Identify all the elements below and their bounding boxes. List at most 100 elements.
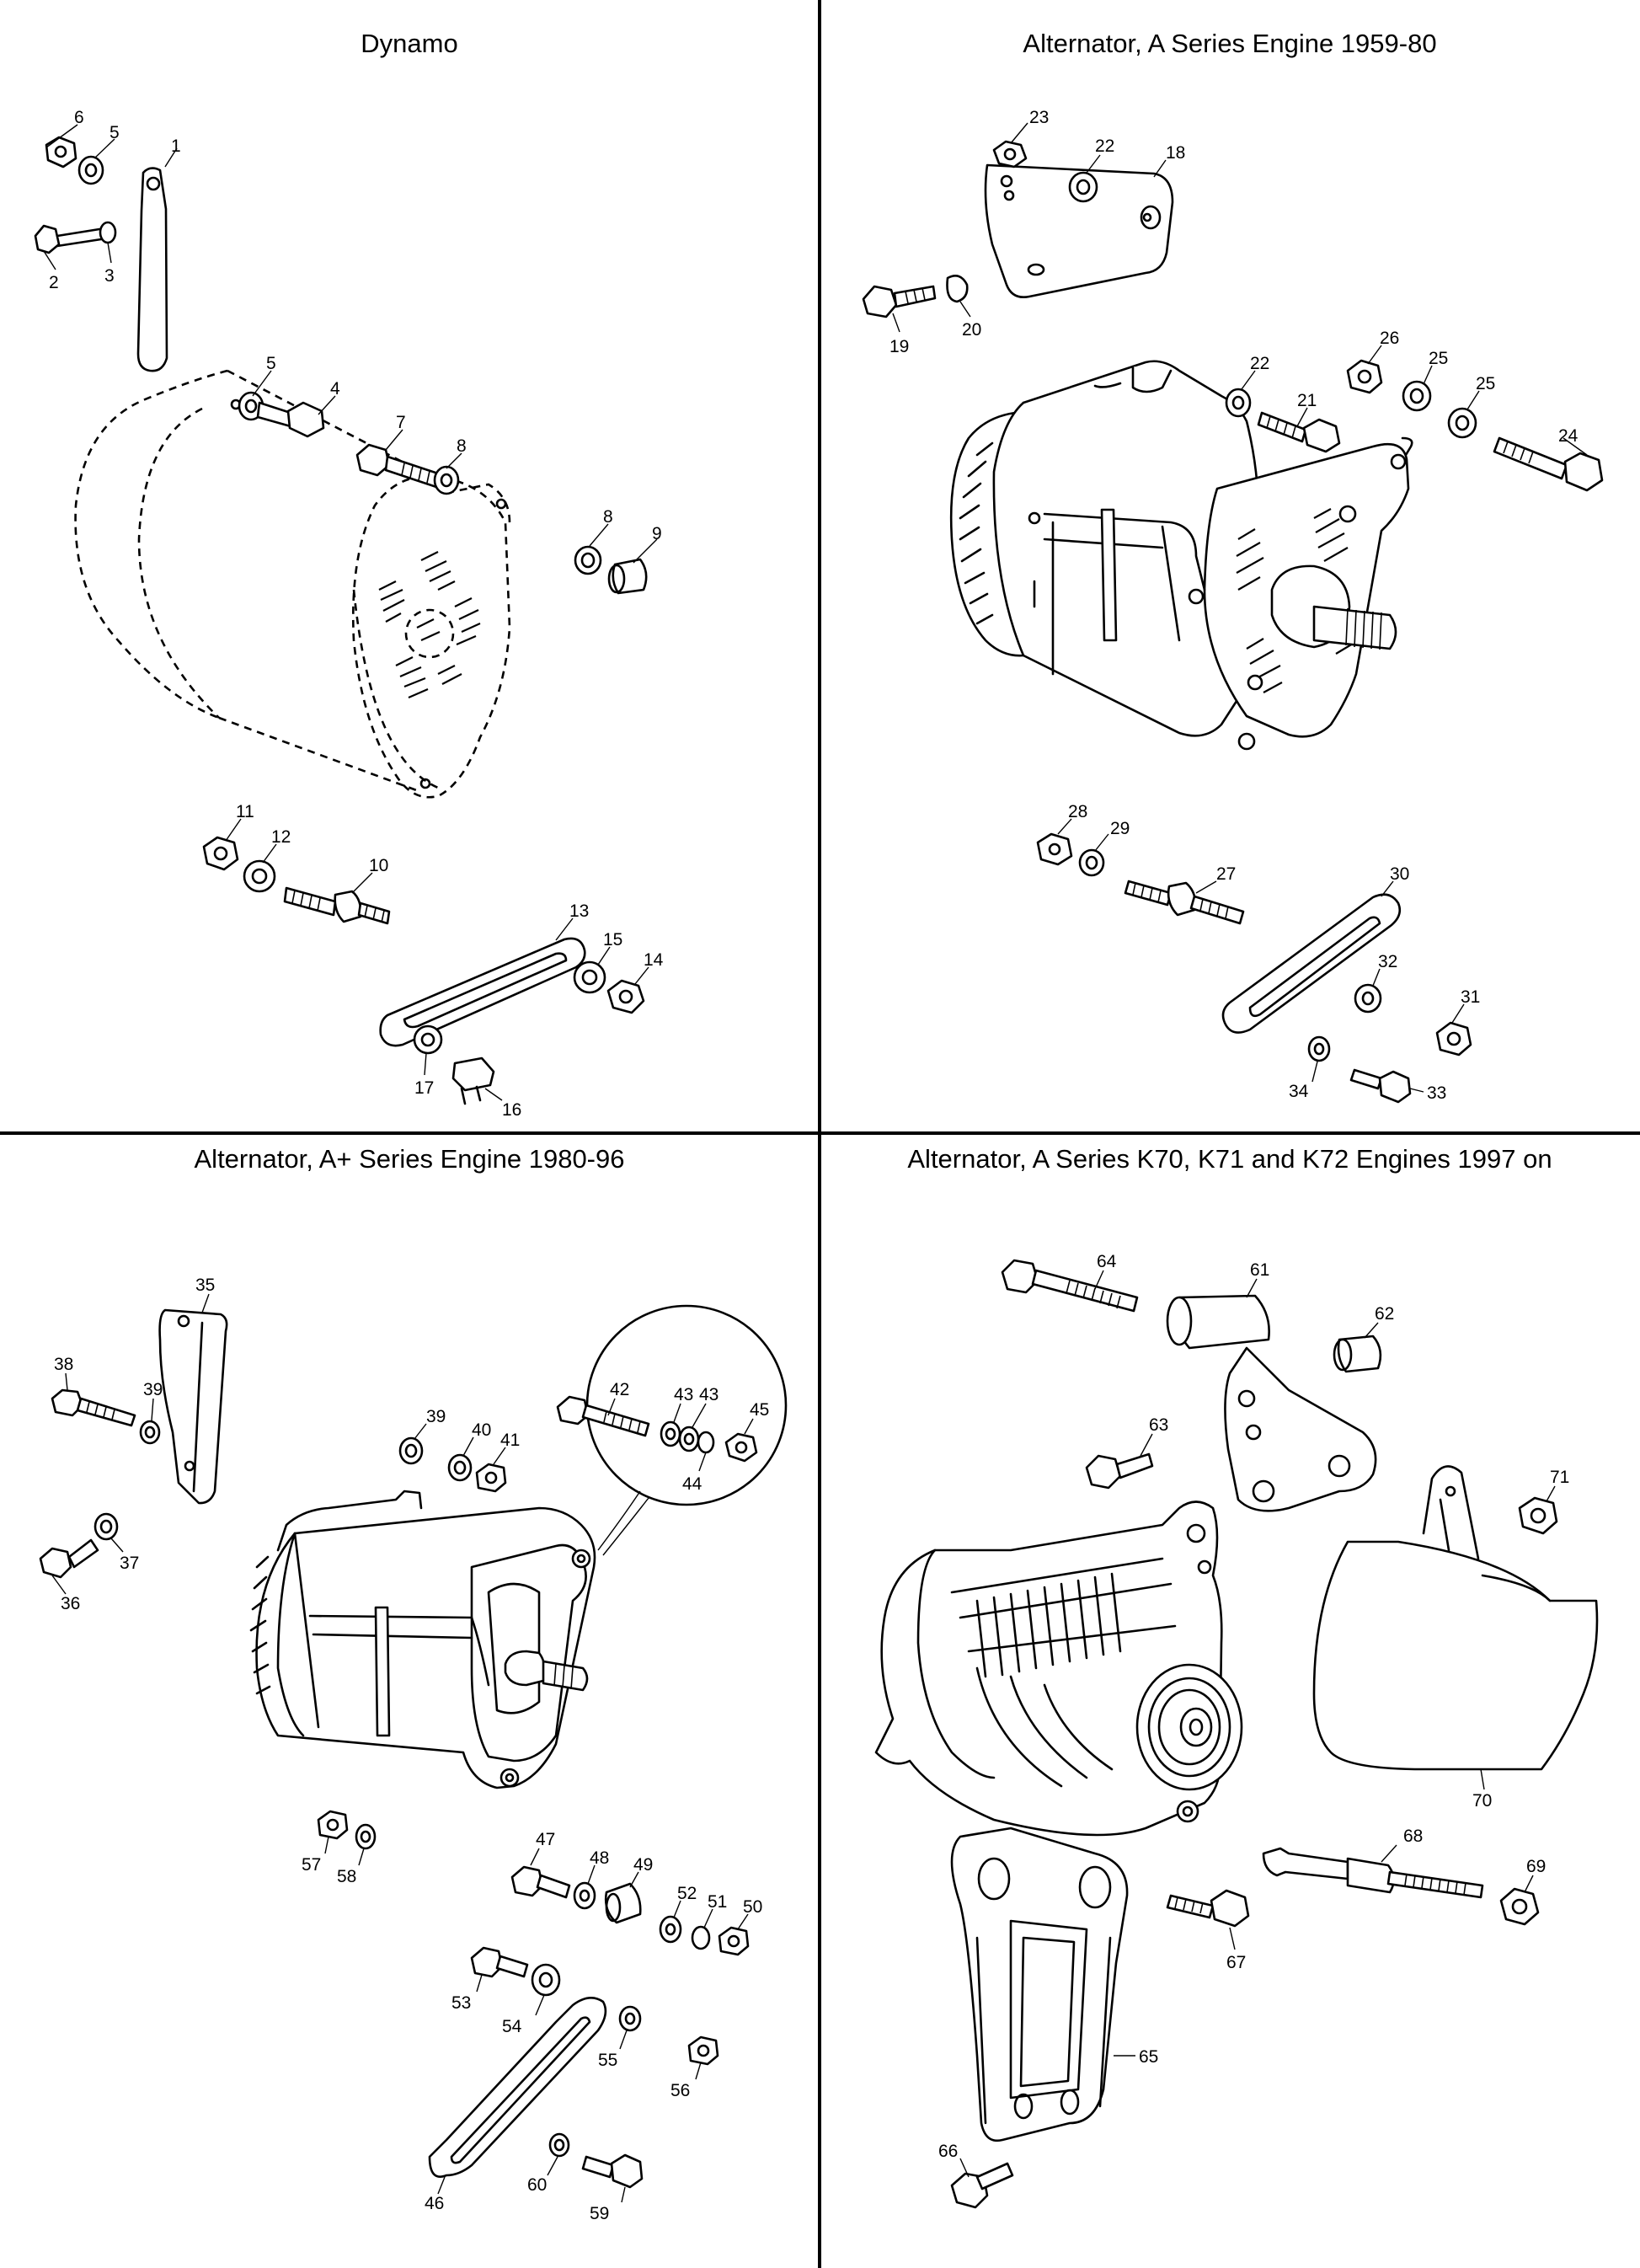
callout-27: 27 (1216, 864, 1236, 884)
callout-70: 70 (1472, 1791, 1492, 1811)
callout-18: 18 (1166, 143, 1185, 163)
bolt-19 (862, 285, 898, 318)
washer-12 (243, 859, 276, 893)
callout-53: 53 (451, 1993, 471, 2013)
nut-26 (1346, 359, 1383, 394)
washer-25a (1402, 380, 1432, 412)
callout-38: 38 (54, 1355, 73, 1374)
a-series-panel: 18 19 20 21 22 22 23 24 25 25 26 27 28 2… (862, 108, 1604, 1104)
spacer-49 (604, 1882, 642, 1924)
washer-52 (659, 1915, 682, 1944)
bolt-47 (510, 1865, 544, 1897)
callout-54: 54 (502, 2017, 522, 2036)
panel-title-a-series: Alternator, A Series Engine 1959-80 (1023, 29, 1436, 58)
callout-42: 42 (610, 1380, 629, 1399)
callout-37: 37 (120, 1554, 139, 1573)
callout-24: 24 (1558, 426, 1579, 446)
callout-68: 68 (1403, 1827, 1423, 1846)
washer-60 (548, 2132, 570, 2158)
bolt-4 (256, 401, 292, 428)
callout-25b: 25 (1476, 374, 1495, 393)
callout-4: 4 (330, 379, 340, 399)
nut-6 (45, 136, 77, 168)
nut-69 (1499, 1887, 1540, 1926)
callout-63: 63 (1149, 1415, 1168, 1435)
washer-32 (1354, 983, 1382, 1014)
callout-66: 66 (938, 2142, 958, 2161)
washer-39a (139, 1420, 161, 1445)
nut-11 (202, 836, 239, 871)
washer-43a (660, 1420, 681, 1447)
callout-51: 51 (708, 1892, 727, 1912)
callout-65: 65 (1139, 2047, 1158, 2067)
washer-34 (1307, 1035, 1331, 1062)
callout-30: 30 (1390, 864, 1409, 884)
callout-5b: 5 (266, 354, 276, 373)
dynamo-panel: 1 2 3 4 5 5 6 7 8 8 9 10 11 12 13 14 15 … (34, 108, 664, 1120)
callout-10: 10 (369, 856, 388, 875)
callout-13: 13 (569, 901, 589, 921)
callout-3: 3 (104, 266, 115, 286)
washer-37 (93, 1512, 119, 1541)
callout-19: 19 (889, 337, 909, 356)
callout-39a: 39 (143, 1380, 163, 1399)
nut-57 (317, 1810, 349, 1840)
callout-31: 31 (1461, 987, 1480, 1007)
callout-49: 49 (633, 1855, 653, 1875)
callout-43b: 43 (699, 1385, 719, 1404)
callout-29: 29 (1110, 819, 1130, 838)
washer-58 (355, 1823, 377, 1850)
callout-2: 2 (49, 273, 59, 292)
callout-69: 69 (1526, 1857, 1546, 1876)
callout-36: 36 (61, 1594, 80, 1613)
callout-41: 41 (500, 1431, 520, 1450)
washer-22a (1068, 171, 1098, 203)
bolt-59 (581, 2155, 615, 2179)
callout-57: 57 (302, 1855, 321, 1875)
nut-50 (718, 1926, 750, 1956)
callout-14: 14 (644, 950, 664, 970)
dynamo-adjusting-strap (136, 167, 168, 372)
callout-11: 11 (236, 802, 254, 821)
bolt-16 (451, 1056, 495, 1092)
callout-9: 9 (652, 524, 662, 543)
callout-62: 62 (1375, 1304, 1394, 1324)
bolt-36 (39, 1547, 72, 1579)
callout-1: 1 (171, 136, 181, 156)
washer-51 (691, 1925, 711, 1950)
callout-33: 33 (1427, 1083, 1446, 1103)
callout-20: 20 (962, 320, 981, 340)
mounting-bracket-k (1224, 1346, 1377, 1512)
washer-8a (433, 465, 460, 495)
callout-48: 48 (590, 1848, 609, 1868)
callout-67: 67 (1226, 1953, 1246, 1972)
adjusting-link-13 (379, 937, 586, 1047)
washer-48 (573, 1881, 596, 1910)
callout-8a: 8 (457, 436, 467, 456)
callout-39b: 39 (426, 1407, 446, 1426)
callout-12: 12 (271, 827, 291, 847)
bolt-7 (355, 443, 391, 477)
washer-5a (77, 155, 104, 185)
callout-15: 15 (603, 930, 622, 949)
callout-56: 56 (670, 2081, 690, 2100)
callout-7: 7 (396, 413, 406, 432)
panel-title-k-series: Alternator, A Series K70, K71 and K72 En… (907, 1144, 1552, 1174)
a-plus-series-panel: 35 36 37 38 39 39 40 41 42 43 43 44 45 4… (39, 1276, 788, 2223)
callout-22b: 22 (1250, 354, 1269, 373)
panel-title-a-plus-series: Alternator, A+ Series Engine 1980-96 (195, 1144, 625, 1174)
callout-26: 26 (1380, 329, 1399, 348)
callout-59: 59 (590, 2204, 609, 2223)
washer-22b (1225, 388, 1252, 418)
dynamo-body (74, 369, 511, 799)
callout-21: 21 (1297, 391, 1317, 410)
stud-68 (1262, 1847, 1349, 1880)
callout-55: 55 (598, 2051, 617, 2070)
stud-27 (1124, 880, 1173, 907)
nut-41 (475, 1463, 507, 1493)
washer-25b (1447, 407, 1477, 439)
callout-44: 44 (682, 1474, 702, 1494)
bolt-64 (1001, 1259, 1039, 1294)
callout-22a: 22 (1095, 136, 1114, 156)
